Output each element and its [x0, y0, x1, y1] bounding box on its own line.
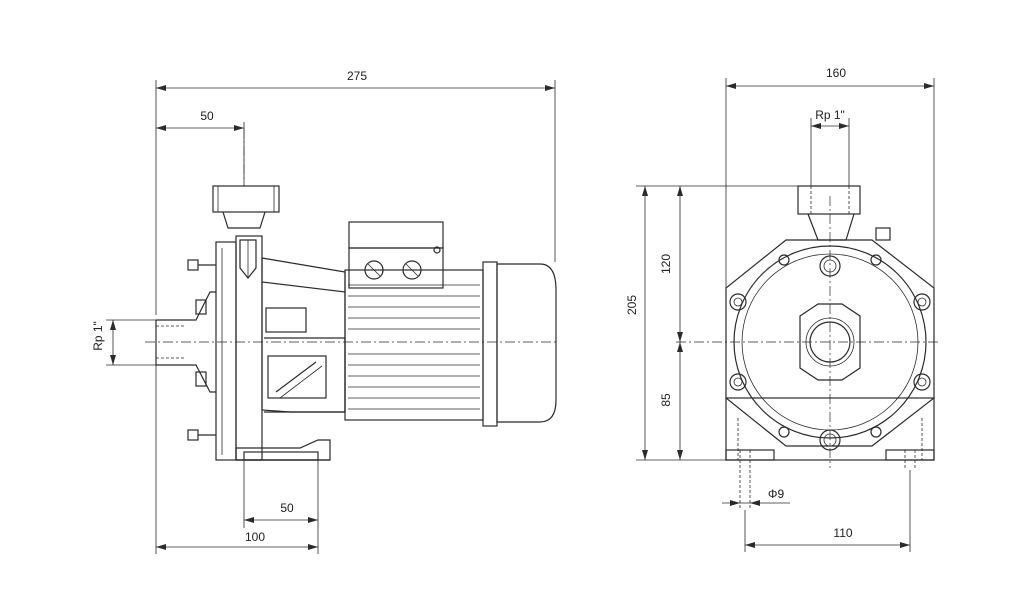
dim-width: 160: [826, 66, 846, 80]
front-view-dimensions: 160 Rp 1" 205 120 85 Φ9: [625, 66, 935, 552]
inlet-thread-label: Rp 1": [91, 321, 105, 351]
hole-diameter-label: Φ9: [768, 487, 785, 501]
dim-foot-width: 50: [280, 501, 294, 515]
dim-hole-spacing: 110: [833, 526, 852, 540]
dim-upper-height: 120: [659, 254, 673, 274]
side-view: [145, 128, 558, 461]
front-view: [676, 185, 940, 510]
side-view-dimensions: 275 50 50 100 Rp 1": [91, 69, 556, 554]
dim-shaft-height: 85: [659, 393, 673, 407]
dim-port-offset: 50: [200, 109, 214, 123]
dim-overall-length: 275: [347, 69, 367, 83]
dim-foot-to-port: 100: [245, 530, 265, 544]
dim-total-height: 205: [625, 295, 639, 315]
outlet-thread-label: Rp 1": [815, 108, 845, 122]
